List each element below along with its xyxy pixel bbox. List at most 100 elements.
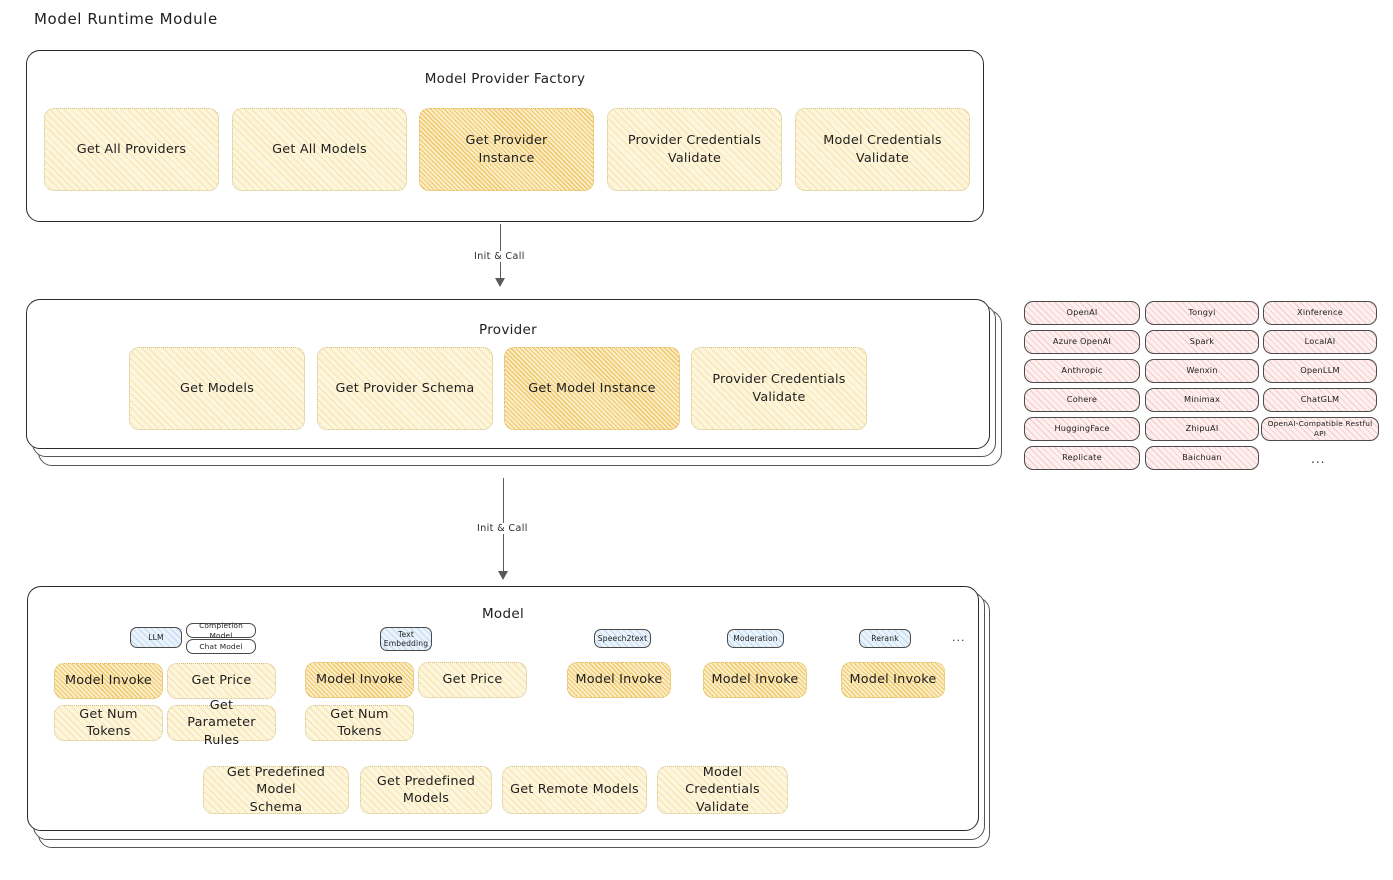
- method-label: Get Num Tokens: [330, 706, 389, 739]
- method-label: Model Invoke: [64, 673, 152, 689]
- method-label: Model Invoke: [315, 672, 403, 688]
- provider-chip-openai-compatible-restful-api[interactable]: OpenAI-Compatible Restful API: [1261, 417, 1379, 441]
- arrow-provider-to-model-head: [498, 571, 508, 580]
- model-type-moderation[interactable]: Moderation: [727, 629, 784, 648]
- provider-chip-azure-openai[interactable]: Azure OpenAI: [1024, 330, 1140, 354]
- provider-chip-label: Tongyi: [1188, 307, 1216, 318]
- provider-item-get-provider-schema[interactable]: Get Provider Schema: [317, 347, 493, 430]
- model-type-llm-sub-chat-model[interactable]: Chat Model: [186, 639, 256, 654]
- method-label: Get Remote Models: [510, 782, 639, 798]
- factory-item-label: Get All Providers: [76, 141, 187, 157]
- provider-chip-tongyi[interactable]: Tongyi: [1145, 301, 1259, 325]
- arrow-factory-to-provider-head: [495, 278, 505, 287]
- llm-method-model-invoke[interactable]: Model Invoke: [54, 663, 163, 699]
- provider-chip-xinference[interactable]: Xinference: [1263, 301, 1377, 325]
- model-type-label: LLM: [148, 632, 164, 642]
- provider-chip-label: Xinference: [1297, 307, 1343, 318]
- provider-chip-zhipuai[interactable]: ZhipuAI: [1145, 417, 1259, 441]
- method-label: Model Invoke: [575, 672, 663, 688]
- provider-chip-spark[interactable]: Spark: [1145, 330, 1259, 354]
- model-type-label: Rerank: [871, 633, 899, 643]
- moderation-method-model-invoke[interactable]: Model Invoke: [703, 662, 807, 698]
- method-label: Get Price: [442, 672, 503, 688]
- provider-item-label: Get Models: [180, 380, 254, 396]
- provider-chip-openllm[interactable]: OpenLLM: [1263, 359, 1377, 383]
- model-type-label: Moderation: [733, 633, 778, 643]
- provider-chip-label: ChatGLM: [1300, 394, 1340, 405]
- provider-chip-cohere[interactable]: Cohere: [1024, 388, 1140, 412]
- model-type-speech2text[interactable]: Speech2text: [594, 629, 651, 648]
- provider-chip-label: Cohere: [1066, 394, 1098, 405]
- provider-chip-label: OpenAI: [1066, 307, 1098, 318]
- provider-chip-baichuan[interactable]: Baichuan: [1145, 446, 1259, 470]
- text-embedding-method-get-price[interactable]: Get Price: [418, 662, 527, 698]
- method-label: Get Num Tokens: [79, 706, 138, 739]
- provider-chip-label: HuggingFace: [1054, 423, 1110, 434]
- provider-chip-label: Azure OpenAI: [1052, 336, 1112, 347]
- provider-item-label: Get Provider Schema: [335, 380, 475, 396]
- arrow-provider-to-model-label: Init & Call: [473, 523, 532, 534]
- provider-list-more: ...: [1311, 452, 1326, 466]
- provider-title: Provider: [479, 322, 537, 338]
- model-common-get-remote-models[interactable]: Get Remote Models: [502, 766, 647, 814]
- factory-item-get-all-providers[interactable]: Get All Providers: [44, 108, 219, 191]
- provider-chip-minimax[interactable]: Minimax: [1145, 388, 1259, 412]
- provider-chip-chatglm[interactable]: ChatGLM: [1263, 388, 1377, 412]
- provider-chip-wenxin[interactable]: Wenxin: [1145, 359, 1259, 383]
- text-embedding-method-model-invoke[interactable]: Model Invoke: [305, 662, 414, 698]
- provider-chip-openai[interactable]: OpenAI: [1024, 301, 1140, 325]
- arrow-factory-to-provider-label: Init & Call: [470, 251, 529, 262]
- rerank-method-model-invoke[interactable]: Model Invoke: [841, 662, 945, 698]
- factory-item-label: Get All Models: [272, 141, 367, 157]
- speech2text-method-model-invoke[interactable]: Model Invoke: [567, 662, 671, 698]
- provider-item-get-model-instance[interactable]: Get Model Instance: [504, 347, 680, 430]
- model-type-rerank[interactable]: Rerank: [859, 629, 911, 648]
- llm-method-get-price[interactable]: Get Price: [167, 663, 276, 699]
- method-label: Model Invoke: [711, 672, 799, 688]
- provider-chip-label: ZhipuAI: [1185, 423, 1219, 434]
- provider-chip-replicate[interactable]: Replicate: [1024, 446, 1140, 470]
- model-type-sub-label: Chat Model: [199, 641, 243, 651]
- provider-chip-huggingface[interactable]: HuggingFace: [1024, 417, 1140, 441]
- provider-chip-label: OpenLLM: [1300, 365, 1340, 376]
- method-label: Get Price: [191, 673, 252, 689]
- provider-chip-anthropic[interactable]: Anthropic: [1024, 359, 1140, 383]
- llm-method-get-num-tokens[interactable]: Get Num Tokens: [54, 705, 163, 741]
- model-type-llm[interactable]: LLM: [130, 627, 182, 648]
- provider-chip-label: Wenxin: [1186, 365, 1218, 376]
- provider-item-get-models[interactable]: Get Models: [129, 347, 305, 430]
- provider-chip-label: LocalAI: [1304, 336, 1336, 347]
- model-provider-factory-title: Model Provider Factory: [424, 71, 586, 87]
- provider-chip-label: Minimax: [1183, 394, 1221, 405]
- factory-item-get-all-models[interactable]: Get All Models: [232, 108, 407, 191]
- provider-chip-label: Replicate: [1062, 452, 1102, 463]
- model-type-sub-label: Completion Model: [199, 620, 243, 640]
- text-embedding-method-get-num-tokens[interactable]: Get Num Tokens: [305, 705, 414, 741]
- model-title: Model: [481, 606, 525, 622]
- provider-chip-localai[interactable]: LocalAI: [1263, 330, 1377, 354]
- model-type-llm-sub-completion-model[interactable]: Completion Model: [186, 620, 256, 640]
- provider-chip-label: Anthropic: [1061, 365, 1103, 376]
- provider-chip-label: OpenAI-Compatible Restful API: [1267, 419, 1373, 438]
- provider-item-label: Get Model Instance: [528, 380, 656, 396]
- model-types-more: ...: [952, 631, 966, 644]
